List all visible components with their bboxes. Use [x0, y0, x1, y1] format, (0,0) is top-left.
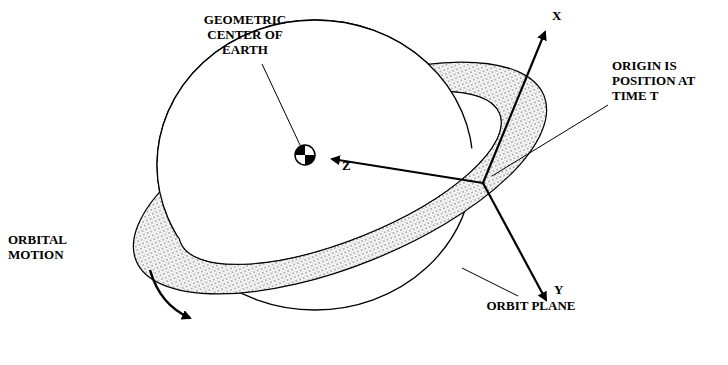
axes	[332, 32, 546, 300]
orbit-plane-ring	[103, 14, 577, 342]
leader-lines	[262, 64, 608, 296]
center-label: GEOMETRIC CENTER OF EARTH	[190, 12, 300, 57]
motion-label: ORBITAL MOTION	[8, 232, 108, 262]
earth-cap	[157, 20, 473, 310]
axis-label: Y	[554, 282, 574, 297]
plane-label: ORBIT PLANE	[486, 298, 576, 313]
axis-label: X	[552, 8, 572, 23]
origin-label: ORIGIN IS POSITION AT TIME T	[612, 58, 722, 103]
axis-label: Z	[342, 158, 362, 173]
motion-arrow	[150, 270, 190, 318]
center-symbol	[295, 145, 315, 165]
